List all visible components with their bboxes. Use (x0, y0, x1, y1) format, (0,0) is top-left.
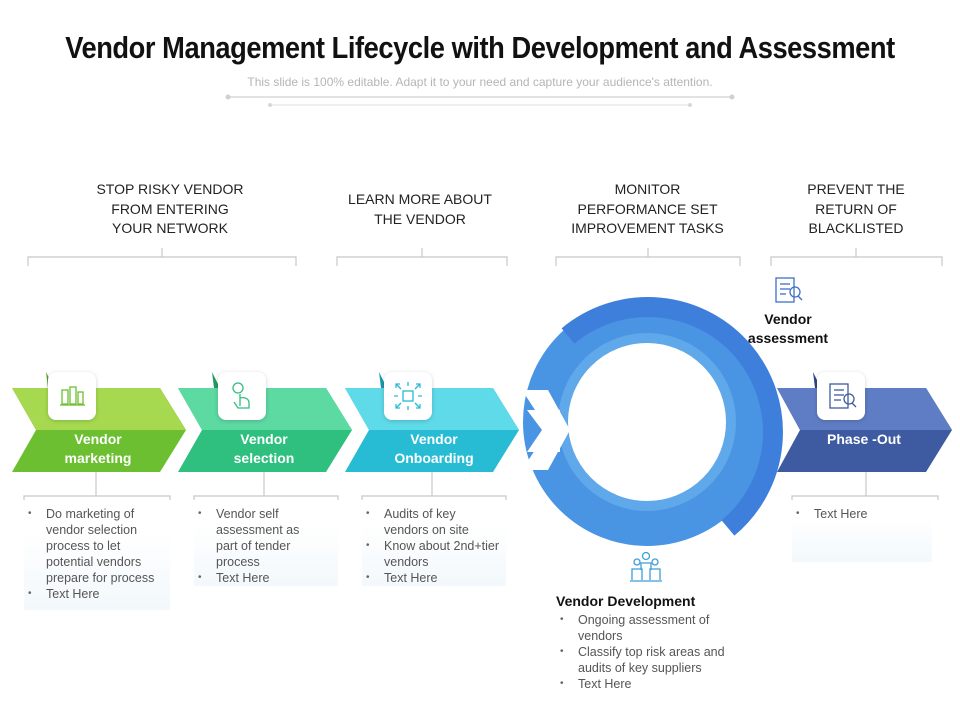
vendor-development-label: Vendor Development (556, 593, 696, 609)
stage-marketing-card: Do marketing of vendor selection process… (24, 500, 170, 610)
bottom-connectors (23, 472, 939, 500)
coins-icon (60, 386, 85, 406)
expand-arrows-icon (394, 382, 422, 410)
stage-onboarding-bullet-text: Know about 2nd+tier vendors (384, 539, 500, 569)
stage-onboarding-bullet: Know about 2nd+tier vendors (362, 538, 506, 570)
stage-phaseout-bullet: Text Here (792, 506, 932, 522)
stage-marketing-bullet: Do marketing of vendor selection process… (24, 506, 170, 586)
development-ring (522, 297, 783, 546)
top-caption-1: STOP RISKY VENDOR FROM ENTERING YOUR NET… (96, 181, 244, 236)
page-title: Vendor Management Lifecycle with Develop… (65, 30, 895, 65)
stage-selection-label: Vendor selection (233, 431, 295, 466)
stage-marketing-label: Vendor marketing (64, 431, 132, 466)
stage-marketing-icon-box (48, 372, 96, 420)
stage-onboarding-card: Audits of key vendors on site Know about… (362, 500, 506, 586)
stage-selection-bullet: Text Here (194, 570, 318, 586)
vendor-development-bullet: Classify top risk areas and audits of ke… (556, 644, 746, 676)
checklist-icon (829, 383, 857, 409)
stage-phaseout-label: Phase -Out (827, 431, 901, 447)
vendor-assessment-label: Vendor assessment (747, 311, 829, 346)
top-caption-4: PREVENT THE RETURN OF BLACKLISTED (807, 181, 905, 236)
stage-onboarding-bullet: Text Here (362, 570, 506, 586)
stage-selection-icon-box (218, 372, 266, 420)
top-caption-2: LEARN MORE ABOUT THE VENDOR (348, 191, 492, 227)
stage-onboarding-bullet: Audits of key vendors on site (362, 506, 506, 538)
stage-marketing-bullet: Text Here (24, 586, 170, 602)
hand-pointer-icon (232, 382, 250, 409)
page-subtitle: This slide is 100% editable. Adapt it to… (247, 75, 713, 89)
stage-onboarding-icon-box (384, 372, 432, 420)
stage-selection-bullet: Vendor self assessment as part of tender… (194, 506, 318, 570)
subtitle-divider (225, 94, 735, 107)
stage-phaseout-icon-box (817, 372, 865, 420)
top-brackets (27, 248, 943, 266)
team-icon (630, 551, 662, 582)
stage-onboarding-bullet-text: Audits of key vendors on site (384, 507, 469, 537)
stage-onboarding-label: Vendor Onboarding (394, 431, 474, 466)
vendor-development-list: Ongoing assessment of vendors Classify t… (556, 612, 746, 692)
vendor-development-bullet: Ongoing assessment of vendors (556, 612, 746, 644)
vendor-development-bullet: Text Here (556, 676, 746, 692)
stage-phaseout-card: Text Here (792, 500, 932, 562)
stage-selection-card: Vendor self assessment as part of tender… (194, 500, 338, 586)
checklist-search-icon (775, 277, 803, 303)
top-caption-3: MONITOR PERFORMANCE SET IMPROVEMENT TASK… (571, 181, 724, 236)
